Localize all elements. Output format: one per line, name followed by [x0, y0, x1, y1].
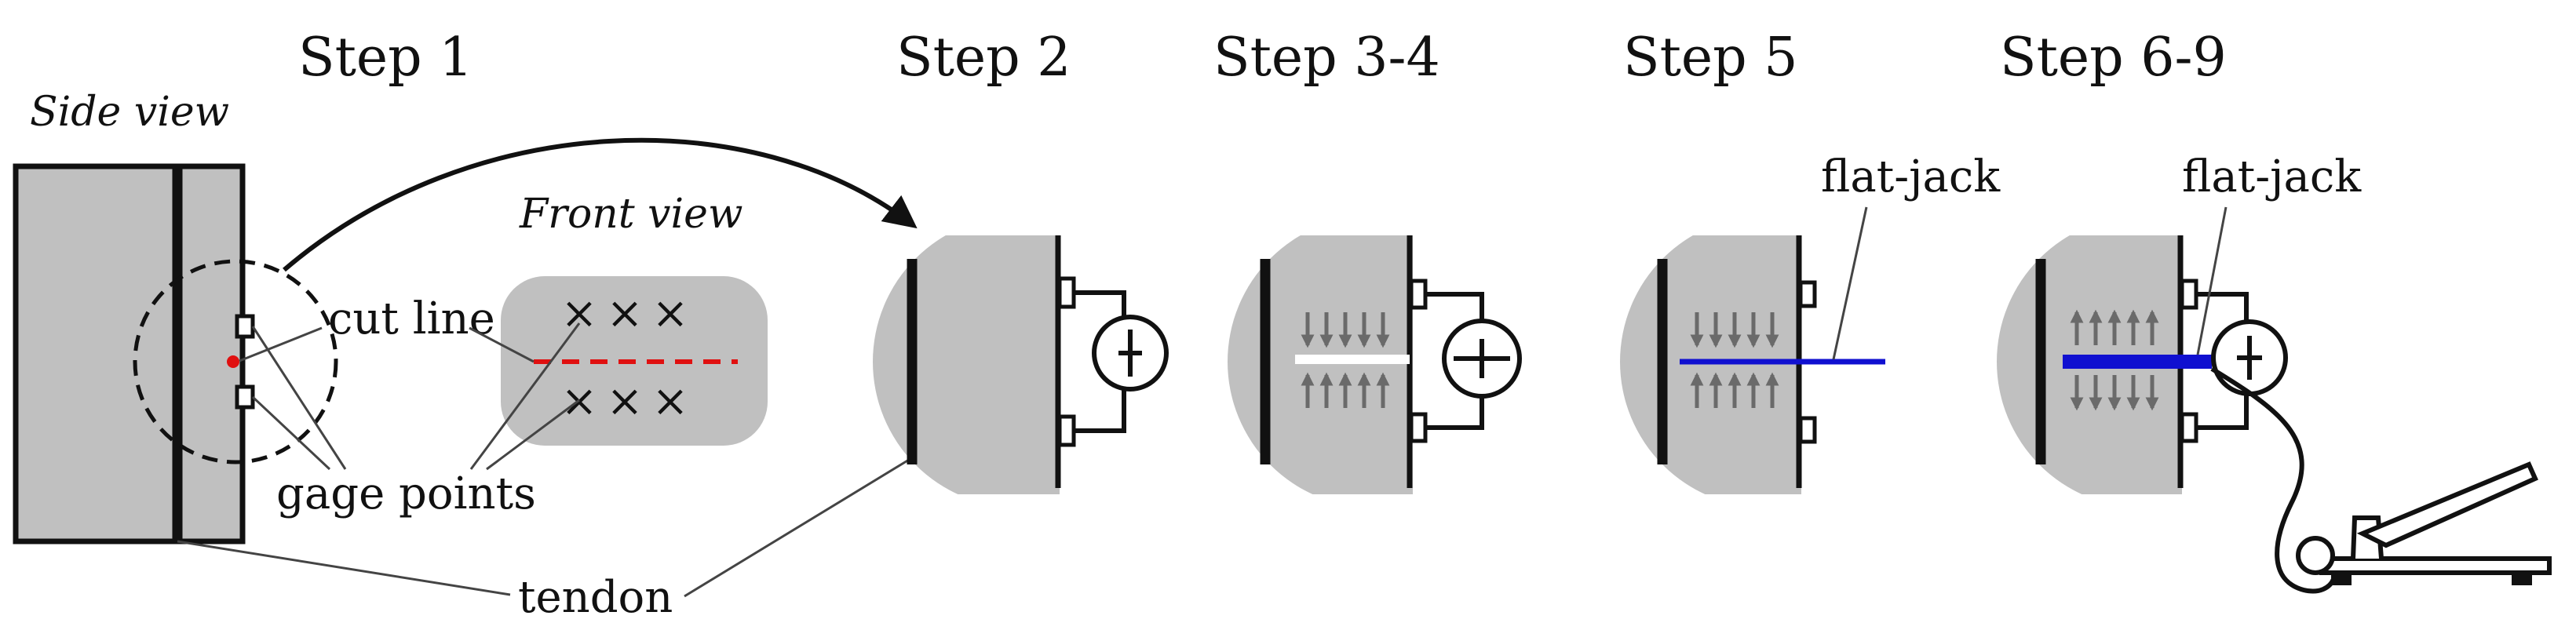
gage-point-bottom — [1409, 412, 1428, 443]
transition-arrow — [283, 137, 918, 272]
x-mark: × — [561, 288, 598, 339]
flat-jack-label-step6: flat-jack — [2182, 151, 2362, 202]
gage-point-top — [1798, 280, 1817, 308]
cut-line-label: cut line — [328, 293, 495, 344]
pump-base — [2319, 556, 2552, 575]
step-6-9-detail — [1997, 235, 2288, 494]
gage-leader — [486, 399, 580, 471]
gage-point-top — [1057, 276, 1076, 309]
step-1-title: Step 1 — [298, 27, 473, 89]
gage-point-bottom — [1798, 416, 1817, 444]
gage-point-top — [235, 314, 255, 339]
tendon-leader — [684, 458, 910, 598]
flat-jack-leader — [1832, 206, 1868, 360]
x-mark: × — [607, 288, 644, 339]
gage-point-bottom — [1057, 414, 1076, 447]
step-5-detail — [1620, 235, 1885, 494]
x-mark: × — [652, 288, 689, 339]
gage-leader — [251, 326, 347, 470]
front-view-label: Front view — [519, 191, 743, 238]
gage-point-bottom — [2180, 412, 2198, 443]
tendon-label: tendon — [518, 572, 673, 623]
side-view-label: Side view — [30, 89, 229, 136]
cut-line-leader — [239, 326, 323, 362]
gage-leader — [469, 322, 581, 470]
gage-point-top — [1409, 279, 1428, 310]
step-3-4-title: Step 3-4 — [1213, 27, 1440, 89]
gage-point-top — [2180, 279, 2198, 310]
step-2-detail — [873, 235, 1169, 494]
saw-cut — [1295, 355, 1410, 364]
detail-circle — [133, 259, 338, 464]
cut-line-leader — [469, 326, 535, 363]
x-mark: × — [607, 376, 644, 427]
step-3-4-detail — [1228, 235, 1522, 494]
front-view-panel: × × × × × × — [501, 276, 768, 446]
step-6-9-title: Step 6-9 — [2000, 27, 2227, 89]
x-mark: × — [652, 376, 689, 427]
gage-points-label: gage points — [276, 468, 536, 519]
pump-lever — [2356, 461, 2538, 548]
hydraulic-pump — [2296, 461, 2552, 585]
step-5-title: Step 5 — [1623, 27, 1798, 89]
gage-point-bottom — [235, 384, 255, 410]
flat-jack-label-step5: flat-jack — [1821, 151, 2001, 202]
cut-point — [227, 355, 239, 368]
flat-jack-leader — [2196, 206, 2228, 355]
step-2-title: Step 2 — [896, 27, 1071, 89]
pump-valve — [2296, 536, 2335, 575]
gage-leader — [251, 395, 331, 471]
flat-jack-pressurized — [2063, 355, 2212, 369]
side-view-block — [13, 163, 338, 544]
tendon-leader — [177, 540, 511, 596]
